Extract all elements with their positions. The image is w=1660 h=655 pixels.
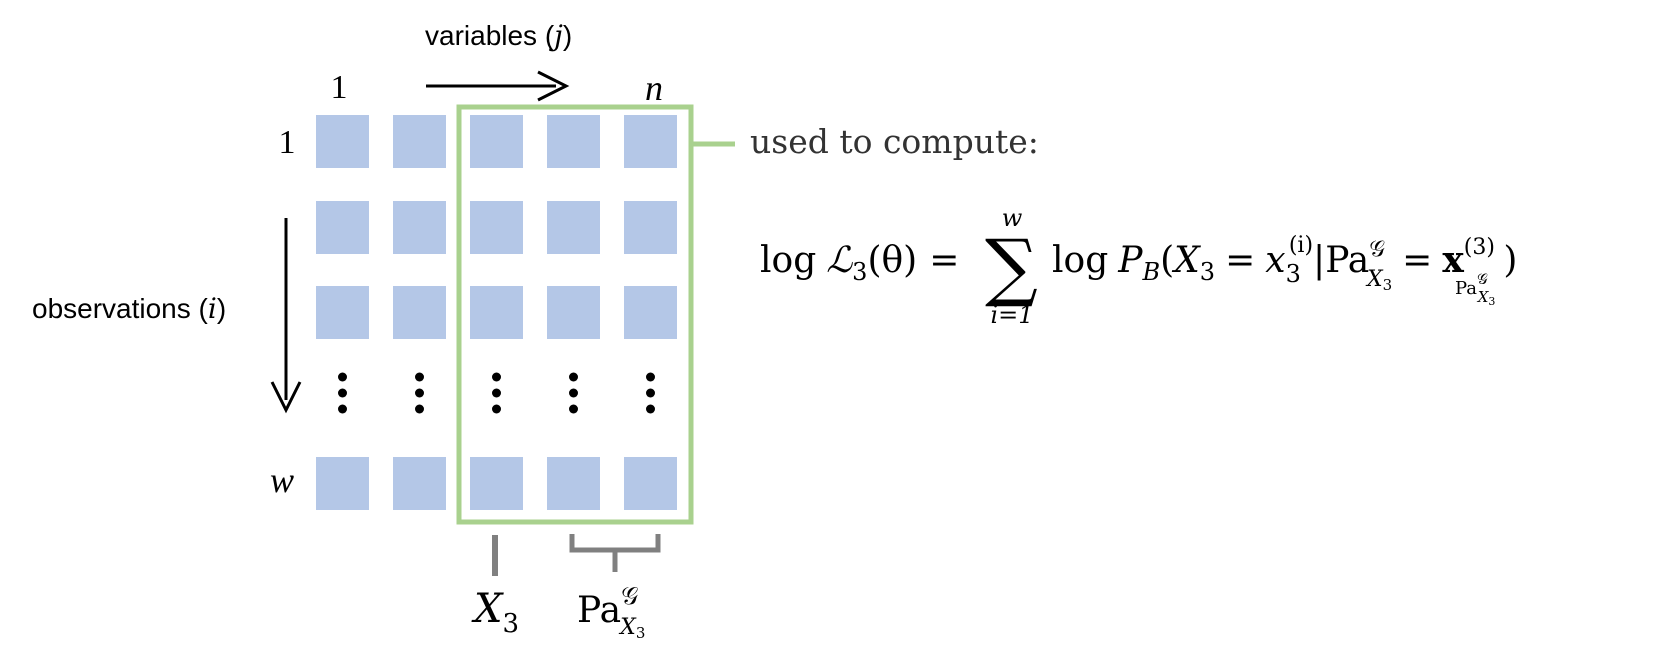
ellipsis-dot	[646, 404, 655, 414]
matrix-cell	[624, 115, 677, 168]
matrix-cell	[470, 201, 523, 254]
matrix-cell	[547, 201, 600, 254]
ellipsis-dot	[415, 372, 424, 382]
ellipsis-dot	[492, 404, 501, 414]
variables-arrow	[426, 70, 570, 102]
matrix-cell	[547, 286, 600, 339]
row-index-last: w	[270, 460, 294, 500]
svg-text:w: w	[1002, 204, 1023, 232]
svg-text:i=1: i=1	[990, 301, 1033, 329]
highlight-box	[456, 104, 694, 525]
matrix-cell	[470, 286, 523, 339]
matrix-cell	[393, 115, 446, 168]
ellipsis-dot	[338, 404, 347, 414]
matrix-cell	[316, 115, 369, 168]
parents-bracket	[569, 534, 661, 572]
observations-arrow	[270, 218, 302, 414]
observations-axis-label: observations (i)	[32, 292, 226, 325]
highlight-caption: used to compute:	[750, 122, 1039, 161]
matrix-cell	[624, 201, 677, 254]
x3-label: X3	[471, 586, 519, 639]
matrix-cell	[316, 457, 369, 510]
ellipsis-dot	[338, 372, 347, 382]
svg-text:∑: ∑	[985, 224, 1038, 310]
matrix-cell	[316, 286, 369, 339]
data-matrix	[316, 115, 677, 510]
ellipsis-dot	[569, 404, 578, 414]
variables-axis-label: variables (j)	[425, 19, 572, 52]
matrix-cell	[393, 201, 446, 254]
matrix-cell	[470, 115, 523, 168]
ellipsis-dot	[569, 388, 578, 398]
ellipsis-dot	[415, 388, 424, 398]
matrix-cell	[547, 457, 600, 510]
matrix-cell	[316, 201, 369, 254]
matrix-cell	[393, 286, 446, 339]
ellipsis-dot	[646, 388, 655, 398]
matrix-cell	[624, 286, 677, 339]
row-index-first: 1	[279, 124, 296, 161]
matrix-cell	[624, 457, 677, 510]
ellipsis-dot	[338, 388, 347, 398]
ellipsis-dot	[415, 404, 424, 414]
ellipsis-dot	[492, 372, 501, 382]
ellipsis-dot	[646, 372, 655, 382]
matrix-cell	[470, 457, 523, 510]
column-index-last: n	[645, 68, 663, 108]
ellipsis-dot	[492, 388, 501, 398]
matrix-cell	[393, 457, 446, 510]
ellipsis-dot	[569, 372, 578, 382]
matrix-cell	[547, 115, 600, 168]
column-index-first: 1	[331, 69, 348, 106]
